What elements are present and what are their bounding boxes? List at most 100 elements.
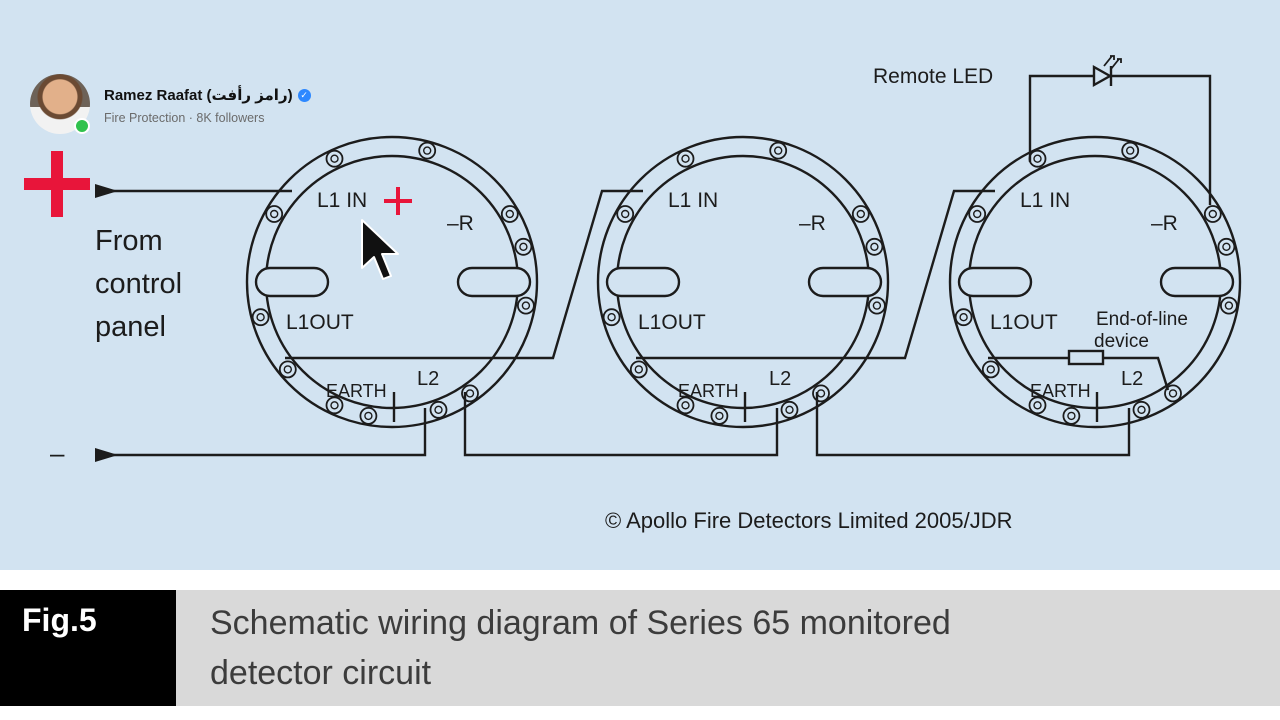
d3-r: –R [1151,212,1178,235]
terminal-screw-center [986,365,995,374]
terminal-screw-center [1137,405,1146,414]
terminal-screw-icon [514,237,533,256]
detector-outer-ring [596,135,890,429]
terminal-screw-center [870,242,879,252]
d3-l1-in: L1 IN [1020,189,1070,212]
copyright-text: © Apollo Fire Detectors Limited 2005/JDR [605,508,1013,533]
terminal-screw-center [423,146,432,155]
terminal-screw-center [1067,411,1076,421]
d2-l1-in: L1 IN [668,189,718,212]
panel-label: panel [95,311,166,343]
wire-l2-1-to-2 [463,392,779,457]
device-label: device [1094,331,1149,352]
terminal-screw-center [1033,154,1042,163]
arrow-minus-icon [95,448,118,462]
mouse-cursor-icon [361,219,399,280]
detector-outer-ring [948,135,1242,429]
author-header: Ramez Raafat (رامز رأفت) ✓ Fire Protecti… [30,74,330,134]
led-icon [1092,64,1113,88]
author-name-text[interactable]: Ramez Raafat (رامز رأفت) [104,87,293,104]
terminal-screw-center [364,411,373,421]
terminal-screw-center [270,209,279,219]
remote-led-label: Remote LED [873,65,993,88]
d2-earth: EARTH [678,381,739,401]
terminal-screw-center [330,401,339,410]
terminal-screw-icon [780,400,799,419]
d1-r: –R [447,212,474,235]
terminal-screw-icon [616,205,635,223]
d3-l1out: L1OUT [990,311,1058,334]
terminal-screw-icon [1220,296,1238,315]
terminal-screw-center [872,301,882,310]
terminal-screw-icon [602,308,621,327]
terminal-screw-center [785,405,794,414]
terminal-screw-icon [710,406,729,425]
terminal-screw-icon [265,205,284,223]
terminal-screw-center [621,209,630,219]
mounting-slot-left [254,266,330,298]
terminal-screw-center [1224,301,1234,310]
verified-badge-icon: ✓ [297,88,311,102]
mounting-slot-left [605,266,681,298]
red-plus-icon [24,151,90,217]
terminal-screw-icon [676,396,695,415]
resistor-icon [1067,349,1105,366]
led-rays [1103,55,1122,70]
terminal-screw-icon [1121,141,1140,160]
terminal-screw-icon [418,141,437,160]
wiring-diagram: Remote LED From control panel – L1 IN –R… [0,0,1280,570]
figure-number: Fig.5 [0,590,176,706]
terminal-screw-icon [629,360,648,379]
terminal-screw-icon [325,396,344,415]
terminal-screw-center [465,389,475,398]
terminal-screw-center [634,365,643,374]
wire-l1out-2-to-l1in-3 [636,189,995,360]
terminal-screw-icon [500,205,519,223]
terminal-screw-icon [1132,400,1151,419]
terminal-screw-center [715,411,724,421]
terminal-screw-icon [968,205,987,223]
wire-eol [988,356,1170,391]
terminal-screw-center [1125,146,1135,155]
d1-l1out: L1OUT [286,311,354,334]
wire-l1out-1-to-l1in-2 [285,189,643,360]
author-name[interactable]: Ramez Raafat (رامز رأفت) ✓ [104,86,311,104]
terminal-screw-icon [868,296,886,315]
terminal-screw-icon [812,384,830,403]
terminal-screw-icon [954,308,973,327]
terminal-screw-icon [865,237,884,256]
terminal-screw-center [434,405,443,414]
terminal-screw-center [330,154,339,163]
terminal-screw-icon [1062,406,1081,425]
terminal-screw-center [519,242,528,252]
terminal-screw-center [1033,401,1042,410]
mounting-slot-right [807,266,883,298]
detector-outer-ring [245,135,539,429]
detector-bases [245,135,1242,429]
terminal-screw-center [774,146,783,155]
terminal-screw-icon [1217,237,1236,256]
wiring-diagram-svg: Remote LED From control panel – L1 IN –R… [24,55,1242,533]
d3-l2: L2 [1121,368,1143,390]
author-subtitle: Fire Protection · 8K followers [104,111,265,125]
wiring-lines [95,55,1212,462]
d2-l1out: L1OUT [638,311,706,334]
d2-l2: L2 [769,368,791,390]
mounting-slot-right [456,266,532,298]
arrow-plus-icon [95,184,118,198]
terminal-screw-center [256,313,265,322]
wire-minus-panel [95,408,427,457]
detector-base-1 [245,135,539,429]
terminal-screw-center [1208,209,1218,219]
terminal-screw-icon [359,406,378,425]
red-plus-small-icon [384,187,412,215]
terminal-screw-center [607,313,616,322]
terminal-screw-center [856,209,865,219]
end-of-line-label: End-of-line [1096,309,1188,330]
terminal-screw-icon [517,296,535,315]
terminal-screw-icon [1028,396,1047,415]
mounting-slot-left [957,266,1033,298]
detector-base-2 [596,135,890,429]
terminal-screw-icon [769,141,788,160]
wire-remote-led [1028,74,1212,205]
